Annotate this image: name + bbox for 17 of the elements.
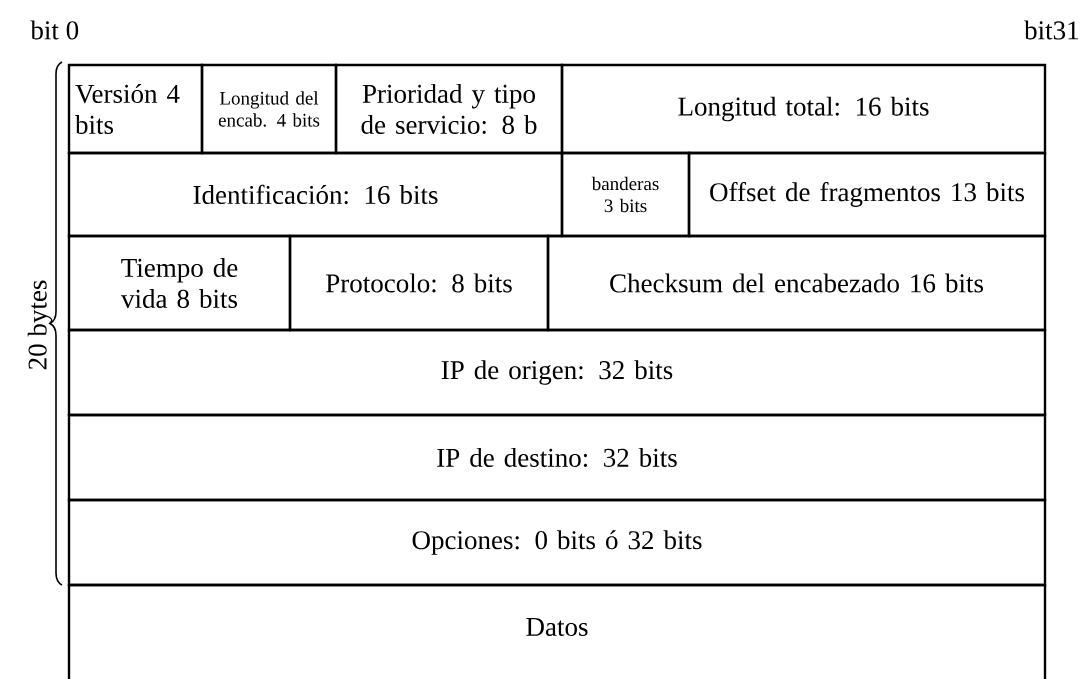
field-cell: Tiempo de vida 8 bits (67, 234, 292, 332)
field-cell: Longitud total: 16 bits (560, 63, 1047, 155)
bit-label: bit31 (1024, 20, 1078, 40)
field-cell: Offset de fragmentos 13 bits (687, 151, 1047, 238)
field-cell: Longitud del encab. 4 bits (200, 63, 338, 155)
field-cell: IP de origen: 32 bits (67, 328, 1047, 417)
field-cell: Datos (67, 583, 1047, 679)
field-cell: banderas 3 bits (560, 151, 691, 238)
field-cell: Prioridad y tipo de servicio: 8 b (334, 63, 564, 155)
field-cell: Protocolo: 8 bits (288, 234, 550, 332)
bit-label: bit 0 (30, 20, 79, 40)
field-cell: Identificación: 16 bits (67, 151, 564, 238)
size-label: 20 bytes (27, 280, 53, 370)
field-cell: IP de destino: 32 bits (67, 413, 1047, 502)
field-cell: Versión 4 bits (67, 63, 204, 155)
field-cell: Opciones: 0 bits ó 32 bits (67, 498, 1047, 587)
field-cell: Checksum del encabezado 16 bits (546, 234, 1047, 332)
